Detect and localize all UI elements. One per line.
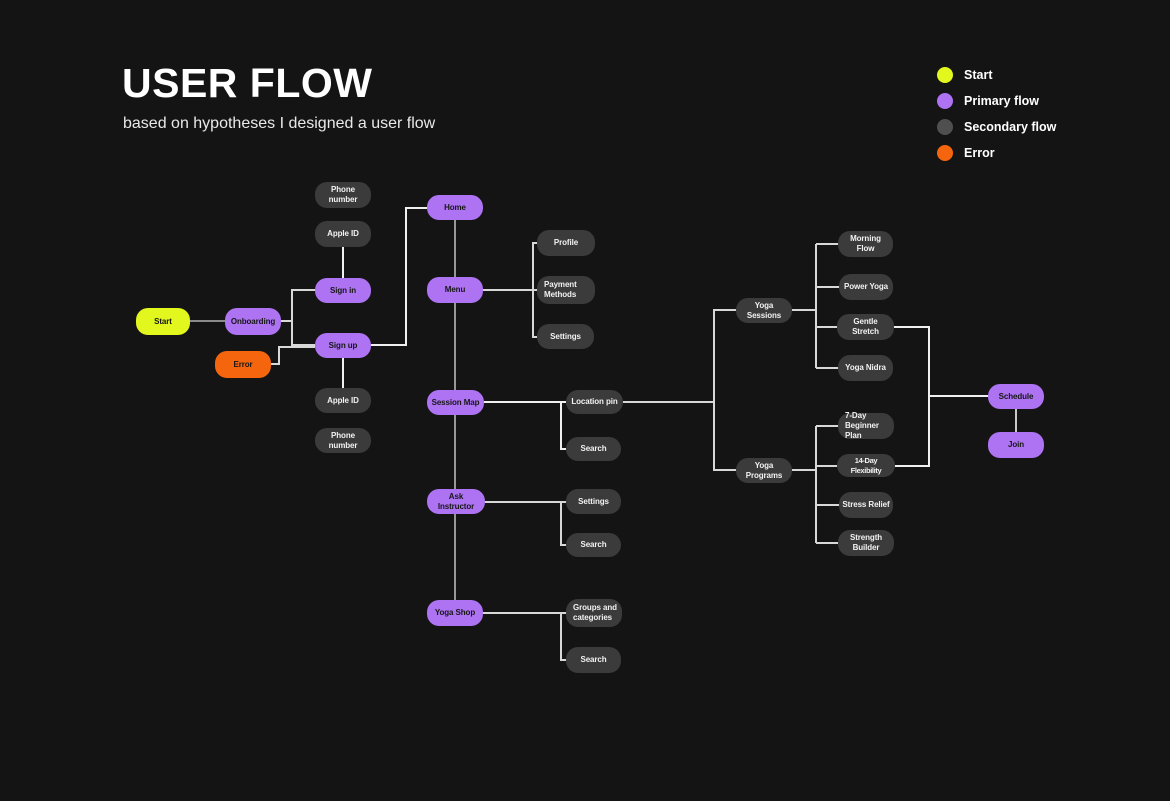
primary-color-dot [937, 93, 953, 109]
edge-sign-up-home [371, 207, 427, 346]
flow-node-phone-number-2: Phone number [315, 428, 371, 453]
legend-item-primary-flow: Primary flow [937, 93, 1056, 109]
legend-item-start: Start [937, 67, 1056, 83]
legend-label: Secondary flow [964, 120, 1057, 134]
flow-node-phone-number-1: Phone number [315, 182, 371, 208]
flow-node-error: Error [215, 351, 271, 378]
flow-node-home: Home [427, 195, 483, 220]
flow-node-apple-id-2: Apple ID [315, 388, 371, 413]
flow-node-payment-methods: Payment Methods [537, 276, 595, 304]
flow-node-location-pin: Location pin [566, 390, 623, 414]
flow-node-search-3: Search [566, 647, 621, 673]
legend-label: Start [964, 68, 993, 82]
edge-menu-profile [532, 242, 537, 290]
flow-node-search-1: Search [566, 437, 621, 461]
flow-node-power-yoga: Power Yoga [839, 274, 893, 300]
edge-menu-settings-1 [532, 290, 537, 338]
flow-node-stress-relief: Stress Relief [839, 492, 893, 518]
edge-junction-right-yoga-programs [713, 402, 736, 471]
flow-node-schedule: Schedule [988, 384, 1044, 409]
page-title: USER FLOW [122, 60, 373, 106]
legend-item-error: Error [937, 145, 1056, 161]
flow-node-morning-flow: Morning Flow [838, 231, 893, 257]
edge-onboarding-sign-up [291, 321, 315, 346]
legend-item-secondary-flow: Secondary flow [937, 119, 1056, 135]
edge-onboarding-sign-in [281, 289, 315, 322]
flow-node-join: Join [988, 432, 1044, 458]
flow-node-search-2: Search [566, 533, 621, 557]
legend-label: Error [964, 146, 995, 160]
flow-node-apple-id-1: Apple ID [315, 221, 371, 247]
page-subtitle: based on hypotheses I designed a user fl… [123, 115, 436, 132]
flow-node-ask-instructor: Ask Instructor [427, 489, 485, 514]
flow-node-7-day-plan: 7-Day Beginner Plan [838, 411, 894, 440]
flow-node-gentle-stretch: Gentle Stretch [837, 314, 894, 340]
flow-node-onboarding: Onboarding [225, 308, 281, 335]
edge-yoga-shop-search-3 [560, 613, 566, 661]
flow-node-sign-in: Sign in [315, 278, 371, 303]
edge-ask-instructor-search-2 [560, 502, 566, 546]
flow-node-groups-categories: Groups and categories [566, 599, 622, 627]
flow-node-settings-1: Settings [537, 324, 594, 349]
edge-session-map-search-1 [560, 402, 566, 450]
flow-node-yoga-shop: Yoga Shop [427, 600, 483, 626]
flow-node-strength-builder: Strength Builder [838, 530, 894, 556]
legend-label: Primary flow [964, 94, 1040, 108]
flow-node-profile: Profile [537, 230, 595, 256]
flow-node-yoga-programs: Yoga Programs [736, 458, 792, 483]
error-color-dot [937, 145, 953, 161]
secondary-color-dot [937, 119, 953, 135]
edge-error-sign-up [271, 346, 315, 365]
start-color-dot [937, 67, 953, 83]
edge-junction-right-yoga-sessions [713, 309, 736, 402]
flow-node-sign-up: Sign up [315, 333, 371, 358]
flow-node-menu: Menu [427, 277, 483, 303]
flow-node-yoga-sessions: Yoga Sessions [736, 298, 792, 323]
flow-node-start: Start [136, 308, 190, 335]
edge-gentle-stretch-14-day-flex [894, 326, 930, 467]
flow-node-settings-2: Settings [566, 489, 621, 514]
flow-node-yoga-nidra: Yoga Nidra [838, 355, 893, 381]
flow-node-session-map: Session Map [427, 390, 484, 415]
flow-node-14-day-flex: 14-Day Flexibility [837, 454, 895, 477]
